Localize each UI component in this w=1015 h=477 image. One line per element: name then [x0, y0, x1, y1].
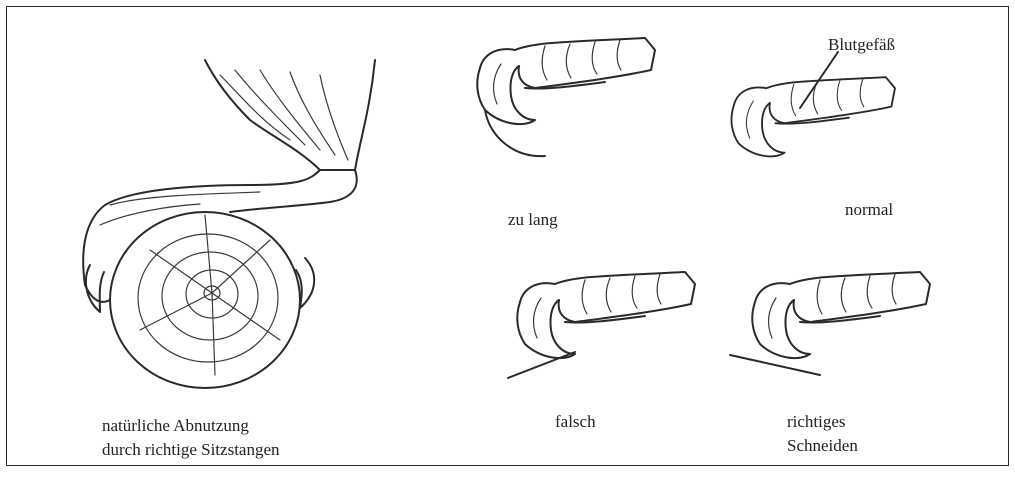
too-long-label: zu lang	[508, 208, 558, 232]
correct-label-line1: richtiges	[787, 410, 846, 434]
claw-too-long	[477, 38, 655, 156]
claw-wrong-cut	[517, 272, 695, 358]
claw-correct-cut	[752, 272, 930, 358]
normal-label: normal	[845, 198, 893, 222]
perch-caption-line1: natürliche Abnutzung	[102, 414, 249, 438]
wrong-label: falsch	[555, 410, 596, 434]
wrong-cut-line	[508, 352, 575, 378]
blood-vessel-label: Blutgefäß	[828, 33, 895, 57]
perch-caption-line2: durch richtige Sitzstangen	[102, 438, 280, 462]
correct-cut-line	[730, 355, 820, 375]
perch-foot-illustration	[83, 60, 375, 388]
correct-label-line2: Schneiden	[787, 434, 858, 458]
